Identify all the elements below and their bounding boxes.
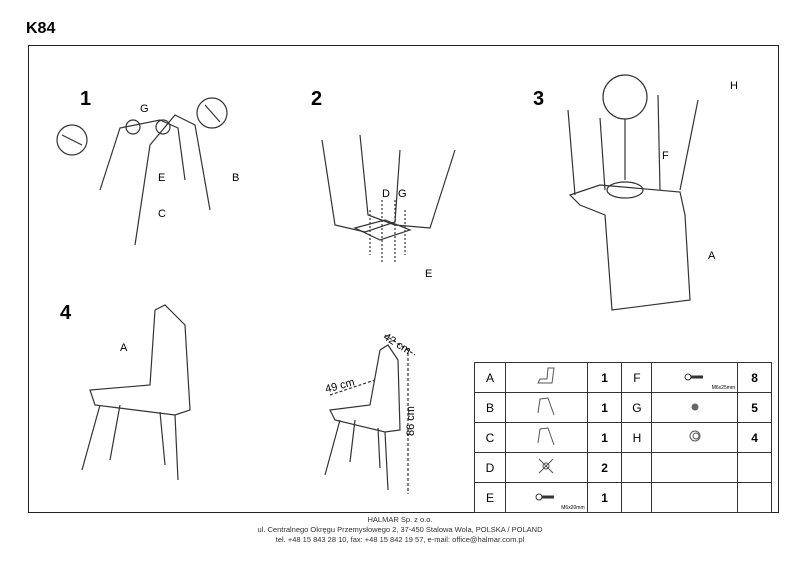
part-qty: 8 [737,362,772,393]
instructions-frame [28,45,779,513]
step3-drawing [567,74,699,311]
label-b: B [232,172,240,184]
step1-drawing [56,97,228,246]
part-letter: D [474,452,506,483]
table-row: D 2 [474,452,772,483]
label-f: F [662,150,669,162]
bolt-spec: M6x25mm [711,385,736,391]
label-d: D [382,188,390,200]
company-contact: tel. +48 15 843 28 10, fax: +48 15 842 1… [275,535,525,544]
part-letter: H [621,422,653,453]
label-g: G [398,188,407,200]
leg-frame-icon [504,422,588,453]
part-qty: 4 [737,422,772,453]
bolt-icon: M6x25mm [651,362,739,393]
model-title: K84 [26,20,56,37]
table-row: E M6x20mm 1 [474,482,772,513]
part-letter: E [474,482,506,513]
part-letter: B [474,392,506,423]
step-number-3: 3 [533,88,545,110]
label-a: A [120,342,128,354]
step-number-1: 1 [80,88,92,110]
cross-plate-icon [504,452,588,483]
company-address: ul. Centralnego Okręgu Przemysłowego 2, … [257,525,543,534]
part-qty: 5 [737,392,772,423]
table-row: C 1 H 4 [474,422,772,453]
leg-frame-icon [504,392,588,423]
table-row: A 1 F M6x25mm 8 [474,362,772,393]
part-qty: 2 [586,452,623,483]
step-number-4: 4 [60,302,72,324]
part-qty: 1 [586,422,623,453]
seat-shell-icon [504,362,588,393]
nut-icon [651,392,739,423]
part-letter: G [621,392,653,423]
dimension-drawing [324,334,416,494]
part-letter: A [474,362,506,393]
footer: HALMAR Sp. z o.o. ul. Centralnego Okręgu… [0,515,800,545]
label-h: H [730,80,738,92]
label-e: E [425,268,433,280]
bolt-icon: M6x20mm [504,482,588,513]
parts-table: A 1 F M6x25mm 8 B 1 G 5 C 1 H 4 D 2 E M6… [474,362,772,513]
part-letter: C [474,422,506,453]
company-name: HALMAR Sp. z o.o. [367,515,433,524]
part-qty: 1 [586,392,623,423]
bolt-spec: M6x20mm [561,505,585,511]
part-letter: F [621,362,653,393]
step2-drawing [321,134,456,262]
table-row: B 1 G 5 [474,392,772,423]
part-qty: 1 [586,482,623,513]
height-dimension: 86 cm [404,406,417,436]
label-a: A [708,250,716,262]
part-qty: 1 [586,362,623,393]
foot-cap-icon [651,422,739,453]
step4-drawing [81,304,191,481]
step-number-2: 2 [311,88,323,110]
label-e: E [158,172,166,184]
label-c: C [158,208,166,220]
label-g: G [140,103,149,115]
